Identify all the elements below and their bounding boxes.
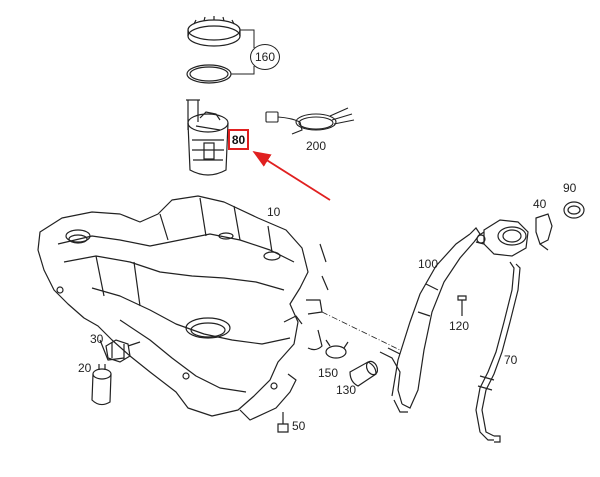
bolt-part	[277, 412, 289, 433]
callout-160: 160	[250, 44, 280, 70]
fuel-flap-part	[535, 213, 553, 251]
callout-50: 50	[292, 419, 306, 433]
callout-20: 20	[78, 361, 92, 375]
callout-90: 90	[563, 181, 577, 195]
fuel-cap-part	[563, 201, 585, 219]
leader-lines-160	[231, 29, 255, 75]
hose-clamp-part	[325, 339, 349, 359]
assembly-axis-line	[321, 311, 401, 351]
lock-ring-part	[187, 16, 241, 47]
hose-part	[349, 360, 379, 387]
bracket-part	[105, 339, 141, 363]
callout-100: 100	[418, 257, 439, 271]
callout-30: 30	[90, 332, 104, 346]
fuel-pump-module-part	[186, 99, 229, 176]
sensor-cable-part	[265, 107, 355, 135]
seal-ring-part	[186, 64, 232, 84]
screw-part	[457, 295, 467, 316]
callout-10: 10	[267, 205, 281, 219]
callout-150: 150	[318, 366, 339, 380]
callout-40: 40	[533, 197, 547, 211]
callout-130: 130	[336, 383, 357, 397]
callout-70: 70	[504, 353, 518, 367]
fuel-tank-part	[37, 195, 329, 421]
callout-80-highlighted: 80	[228, 129, 249, 150]
filler-head-part	[475, 219, 529, 257]
callout-200: 200	[306, 139, 327, 153]
vent-line-part	[475, 261, 521, 443]
fuel-filter-part	[91, 364, 112, 406]
highlight-arrow	[252, 151, 331, 201]
callout-120: 120	[449, 319, 470, 333]
